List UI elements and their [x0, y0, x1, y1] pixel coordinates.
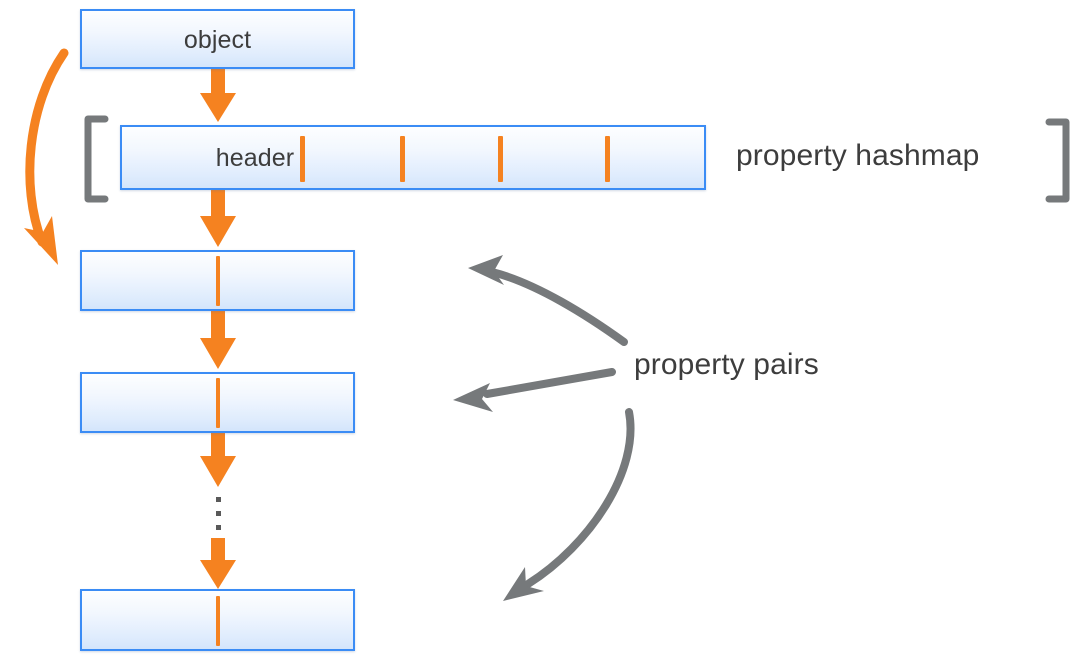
- left-bracket: [84, 115, 109, 203]
- ellipsis-dot-1: [216, 497, 221, 502]
- gray-arrow-to-pair-1: [468, 255, 628, 346]
- object-box[interactable]: [80, 9, 355, 69]
- orange-arrow-pair-1-to-pair-2: [200, 311, 236, 369]
- object-box-label: object: [183, 26, 252, 54]
- gray-arrow-to-pair-2: [453, 368, 616, 412]
- orange-arrow-ellipsis-to-pair-3: [200, 538, 236, 589]
- orange-arrow-hashmap-to-pair-1: [200, 190, 236, 247]
- hashmap-header-label: header: [215, 144, 295, 172]
- hashmap-slot-tick-3: [498, 136, 503, 182]
- property-pair-divider-1: [216, 256, 220, 306]
- orange-arrow-pair-2-to-ellipsis: [200, 433, 236, 487]
- gray-arrow-to-pair-3: [503, 408, 635, 601]
- right-bracket: [1045, 118, 1070, 203]
- property-hashmap-caption: property hashmap: [736, 139, 980, 172]
- property-pairs-caption: property pairs: [634, 348, 819, 381]
- hashmap-slot-tick-1: [300, 136, 305, 182]
- property-pair-divider-3: [216, 596, 220, 646]
- ellipsis-dot-3: [216, 525, 221, 530]
- orange-curved-arrow: [24, 48, 69, 265]
- hashmap-slot-tick-2: [400, 136, 405, 182]
- property-pair-divider-2: [216, 378, 220, 428]
- orange-arrow-object-to-hashmap: [200, 69, 236, 122]
- ellipsis-dot-2: [216, 511, 221, 516]
- hashmap-slot-tick-4: [605, 136, 610, 182]
